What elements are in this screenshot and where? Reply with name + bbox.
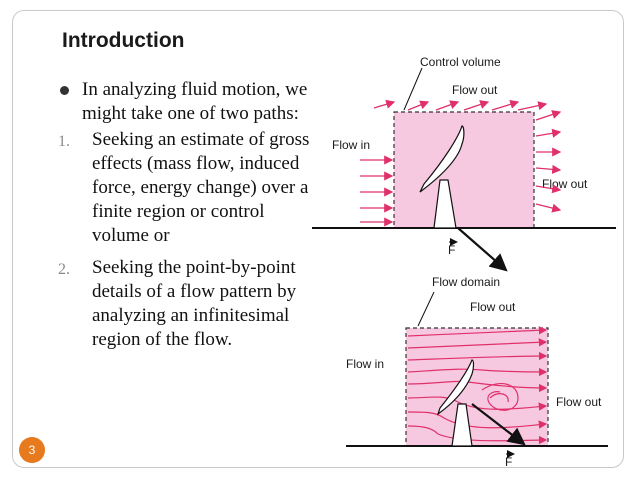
flow-out-top-label: Flow out (452, 83, 498, 97)
numbered-item-marker: 1. (58, 133, 70, 150)
flow-out-top-label-bottom: Flow out (470, 300, 516, 314)
flow-out-right-label-bottom: Flow out (556, 395, 602, 409)
slide-frame (12, 10, 624, 468)
numbered-item-text: Seeking the point-by-point details of a … (92, 257, 297, 350)
bullet-item: In analyzing fluid motion, we might take… (58, 78, 318, 126)
numbered-item-marker: 2. (58, 261, 70, 278)
control-volume-diagram: Control volume Flow out Flow in Flow out (312, 52, 626, 472)
force-label: F (448, 243, 455, 257)
flow-domain-label: Flow domain (432, 275, 500, 289)
force-arrow (457, 227, 508, 272)
bottom-diagram: Flow domain Flow out Flow in Flow out (346, 275, 608, 469)
control-volume-label: Control volume (420, 55, 501, 69)
flow-in-label-bottom: Flow in (346, 357, 384, 371)
flow-domain-leader (417, 291, 435, 327)
slide-body: In analyzing fluid motion, we might take… (58, 78, 318, 352)
outflow-arrows-top (373, 99, 548, 111)
inflow-arrows (360, 155, 394, 227)
numbered-item-2: 2. Seeking the point-by-point details of… (58, 256, 318, 352)
vane-body-bottom (436, 359, 475, 447)
diagram-svg: Control volume Flow out Flow in Flow out (312, 55, 616, 469)
bullet-text: In analyzing fluid motion, we might take… (82, 79, 308, 124)
bullet-dot-icon (60, 86, 69, 95)
force-label-bottom: F (505, 455, 512, 469)
flow-in-label: Flow in (332, 138, 370, 152)
numbered-item-text: Seeking an estimate of gross effects (ma… (92, 129, 310, 246)
slide-title: Introduction (62, 29, 185, 52)
force-arrow-bottom (471, 403, 526, 446)
control-volume-leader (403, 67, 423, 111)
flow-out-right-label: Flow out (542, 177, 588, 191)
numbered-item-1: 1. Seeking an estimate of gross effects … (58, 128, 318, 248)
top-diagram: Control volume Flow out Flow in Flow out (312, 55, 616, 272)
outflow-arrows-right (535, 110, 562, 213)
page-number-badge: 3 (19, 437, 45, 463)
vane-body (419, 125, 465, 229)
